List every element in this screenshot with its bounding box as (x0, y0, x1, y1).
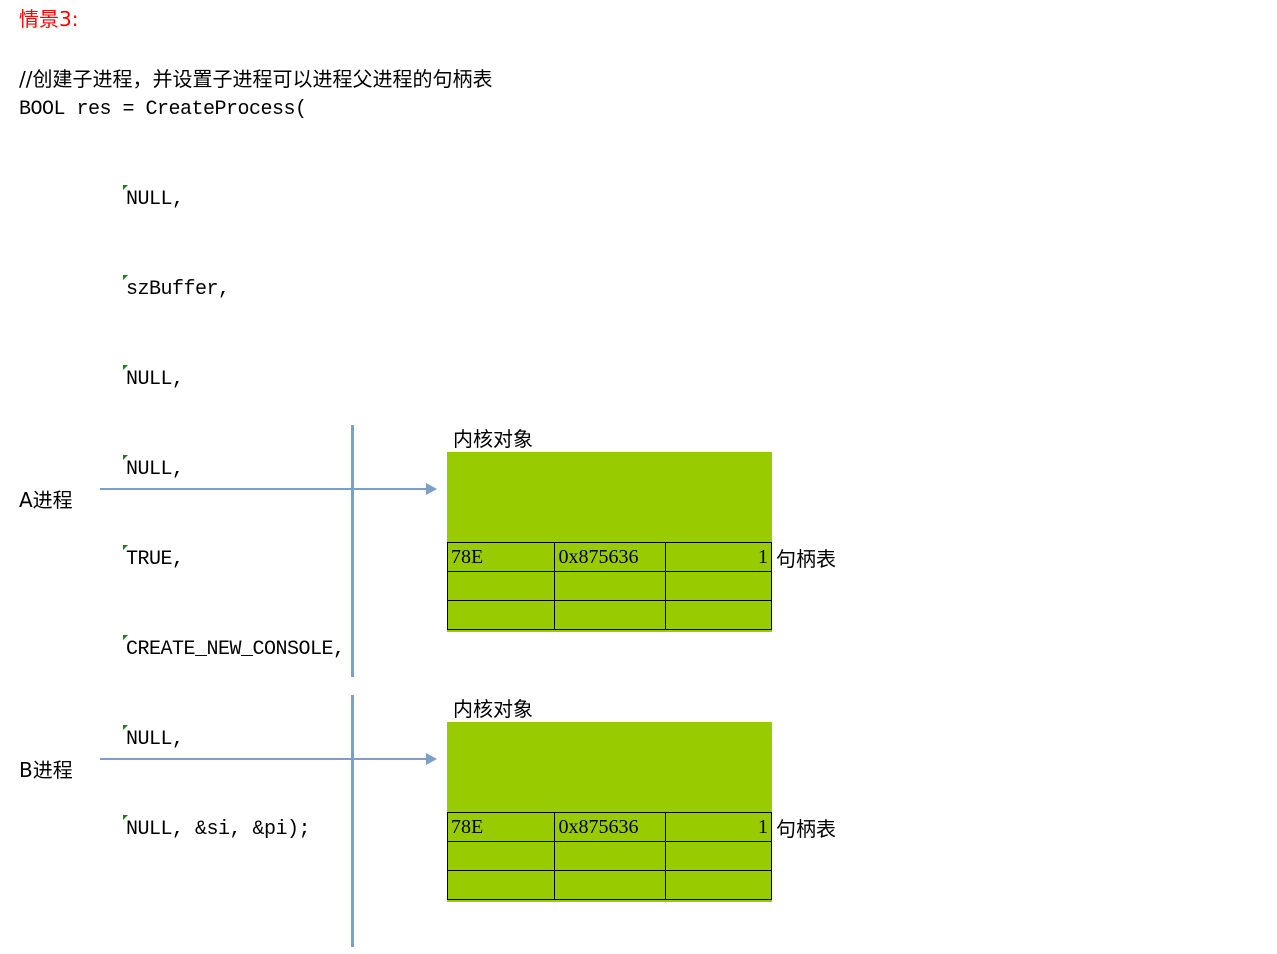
smart-tag-icon (123, 635, 128, 640)
kernel-boundary-line-a (351, 425, 354, 677)
handle-cell: 78E (446, 542, 556, 572)
table-row (446, 600, 773, 630)
table-row (446, 571, 773, 601)
handle-cell (446, 600, 556, 630)
address-cell (554, 600, 666, 630)
flag-cell: 1 (664, 812, 773, 842)
code-arg: NULL, (123, 725, 345, 755)
table-row: 78E 0x875636 1 (446, 542, 773, 572)
process-b-label: B进程 (19, 758, 73, 782)
smart-tag-icon (123, 275, 128, 280)
flag-cell (664, 870, 773, 900)
address-cell: 0x875636 (554, 812, 666, 842)
handle-cell: 78E (446, 812, 556, 842)
code-arg: NULL, &si, &pi); (123, 815, 345, 845)
smart-tag-icon (123, 545, 128, 550)
kernel-object-a: 78E 0x875636 1 (446, 452, 773, 632)
arrow-head-icon (426, 483, 437, 495)
address-cell (554, 571, 666, 601)
handle-table-b: 78E 0x875636 1 (446, 812, 773, 900)
smart-tag-icon (123, 365, 128, 370)
address-cell: 0x875636 (554, 542, 666, 572)
handle-table-b-label: 句柄表 (776, 817, 836, 841)
process-a-label: A进程 (19, 488, 73, 512)
process-a-arrow (100, 488, 426, 490)
code-arg: NULL, (123, 455, 345, 485)
table-row (446, 870, 773, 900)
smart-tag-icon (123, 185, 128, 190)
kernel-object-a-label: 内核对象 (453, 427, 533, 451)
address-cell (554, 870, 666, 900)
handle-table-a-label: 句柄表 (776, 547, 836, 571)
code-arg: CREATE_NEW_CONSOLE, (123, 635, 345, 665)
handle-cell (446, 571, 556, 601)
kernel-object-b-label: 内核对象 (453, 697, 533, 721)
flag-cell (664, 600, 773, 630)
kernel-object-b: 78E 0x875636 1 (446, 722, 773, 902)
code-arg: szBuffer, (123, 275, 345, 305)
flag-cell: 1 (664, 542, 773, 572)
code-arg: NULL, (123, 185, 345, 215)
code-arg: NULL, (123, 365, 345, 395)
address-cell (554, 841, 666, 871)
handle-table-a: 78E 0x875636 1 (446, 542, 773, 630)
handle-cell (446, 841, 556, 871)
smart-tag-icon (123, 815, 128, 820)
code-comment: //创建子进程，并设置子进程可以进程父进程的句柄表 (19, 67, 493, 91)
kernel-boundary-line-b (351, 695, 354, 947)
code-args: NULL, szBuffer, NULL, NULL, TRUE, CREATE… (123, 125, 345, 875)
handle-cell (446, 870, 556, 900)
code-call-line: BOOL res = CreateProcess( (19, 98, 307, 121)
flag-cell (664, 571, 773, 601)
table-row (446, 841, 773, 871)
scenario-title: 情景3: (19, 7, 79, 31)
process-b-arrow (100, 758, 426, 760)
flag-cell (664, 841, 773, 871)
code-arg: TRUE, (123, 545, 345, 575)
table-row: 78E 0x875636 1 (446, 812, 773, 842)
arrow-head-icon (426, 753, 437, 765)
smart-tag-icon (123, 455, 128, 460)
smart-tag-icon (123, 725, 128, 730)
